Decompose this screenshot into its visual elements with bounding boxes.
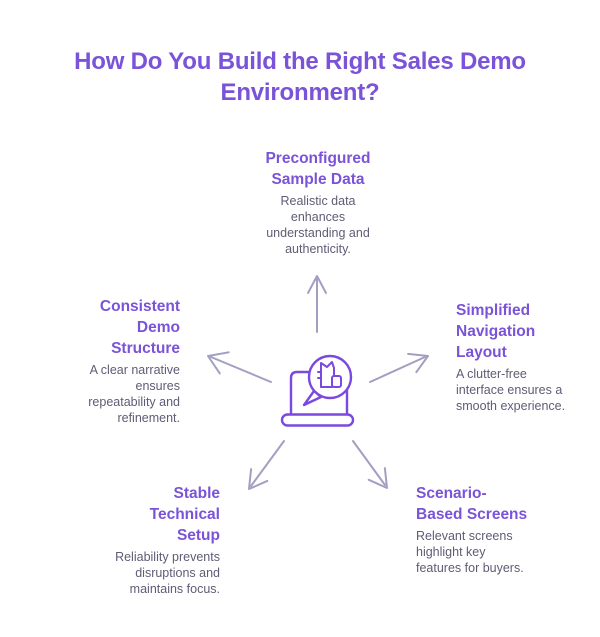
- node-scenario-based-screens: Scenario- Based Screens Relevant screens…: [416, 483, 571, 576]
- arrow-upper-right-icon: [369, 352, 429, 383]
- speech-bubble-icon: [302, 354, 353, 407]
- node-heading: Preconfigured Sample Data: [265, 150, 371, 188]
- laptop-icon: [280, 370, 355, 427]
- node-heading: Stable Technical Setup: [149, 485, 220, 544]
- building-glyph-icon: [317, 361, 342, 388]
- node-body: A clutter-free interface ensures a smoot…: [456, 367, 566, 413]
- arrow-up-icon: [307, 275, 327, 333]
- arrow-lower-right-icon: [352, 440, 388, 489]
- node-body: Realistic data enhances understanding an…: [266, 194, 370, 256]
- node-body: Reliability prevents disruptions and mai…: [115, 550, 220, 596]
- node-simplified-navigation-layout: Simplified Navigation Layout A clutter-f…: [456, 300, 591, 414]
- node-body: Relevant screens highlight key features …: [416, 529, 524, 575]
- node-heading: Simplified Navigation Layout: [456, 302, 536, 361]
- node-heading: Consistent Demo Structure: [99, 298, 180, 357]
- node-body: A clear narrative ensures repeatability …: [88, 363, 180, 425]
- node-stable-technical-setup: Stable Technical Setup Reliability preve…: [95, 483, 220, 597]
- arrow-lower-left-icon: [248, 440, 285, 490]
- laptop-speech-bubble-icon: [280, 354, 355, 427]
- node-preconfigured-sample-data: Preconfigured Sample Data Realistic data…: [233, 148, 403, 257]
- node-heading: Scenario- Based Screens: [416, 485, 528, 523]
- page-title: How Do You Build the Right Sales Demo En…: [74, 48, 526, 106]
- node-consistent-demo-structure: Consistent Demo Structure A clear narrat…: [55, 296, 180, 426]
